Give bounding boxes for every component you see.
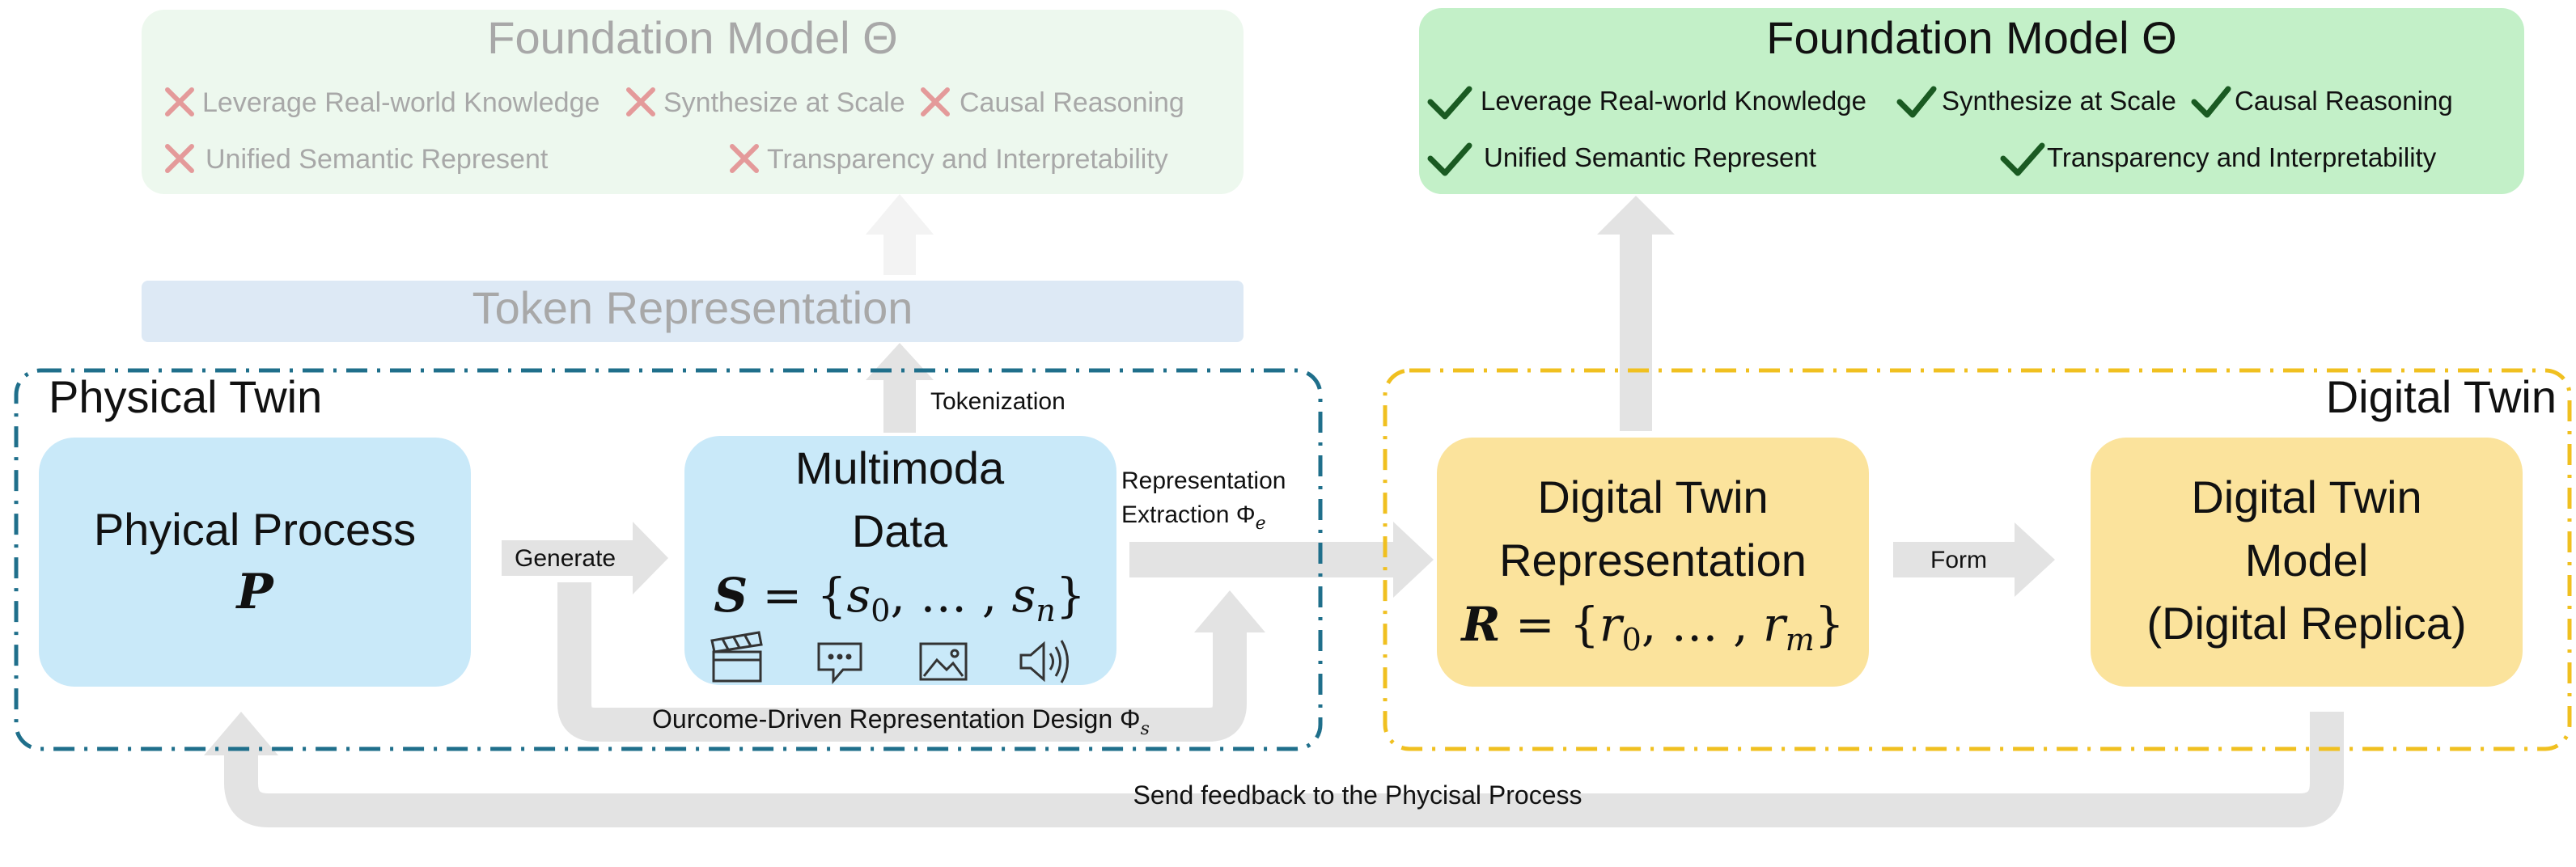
video-icon — [710, 631, 763, 683]
cross-icon — [730, 144, 759, 173]
digital-twin-container — [1383, 368, 2572, 751]
item-knowledge: Leverage Real-world Knowledge — [1481, 86, 1866, 116]
check-icon — [2191, 86, 2231, 118]
dt-model-label-2: Model — [2245, 535, 2369, 586]
cross-icon — [626, 87, 655, 116]
foundation-model-box: Foundation Model Θ Leverage Real-world K… — [1419, 8, 2524, 194]
feedback-arrow-head — [204, 712, 278, 755]
form-arrow — [1893, 522, 2055, 597]
cross-icon — [165, 87, 194, 116]
faded-up-arrow — [866, 194, 934, 275]
token-representation-bar: Token Representation — [142, 281, 1244, 342]
tokenization-label: Tokenization — [930, 388, 1066, 415]
extraction-arrow — [1129, 522, 1434, 598]
dt-representation-label-2: Representation — [1499, 535, 1807, 586]
physical-twin-title: Physical Twin — [49, 371, 322, 422]
faded-item-causal: Causal Reasoning — [960, 87, 1184, 118]
multimodal-data-label-2: Data — [852, 505, 948, 556]
chat-icon — [817, 642, 862, 685]
form-label: Form — [1930, 547, 1987, 573]
item-unified: Unified Semantic Represent — [1484, 142, 1816, 172]
physical-process-symbol: P — [235, 564, 274, 620]
dt-representation-formula: R = {r0, … , rm} — [1460, 597, 1844, 658]
item-transparency: Transparency and Interpretability — [2047, 142, 2437, 172]
foundation-title: Foundation Model Θ — [1766, 12, 2176, 63]
dt-model-label-3: (Digital Replica) — [2146, 598, 2466, 649]
generate-arrow — [502, 522, 668, 594]
check-icon — [1427, 142, 1472, 176]
dt-model-box: Digital Twin Model (Digital Replica) — [2091, 438, 2523, 687]
feedback-label: Send feedback to the Phycisal Process — [1133, 780, 1582, 810]
design-arrow-head — [1194, 590, 1265, 632]
check-icon — [1427, 86, 1472, 120]
physical-twin-container — [14, 368, 1323, 751]
faded-item-transparency: Transparency and Interpretability — [767, 144, 1168, 175]
cross-icon — [921, 87, 950, 116]
extraction-label-1: Representation — [1121, 467, 1286, 494]
extraction-label-2: Extraction Φe — [1121, 501, 1266, 534]
check-icon — [2000, 142, 2045, 176]
physical-process-label: Phyical Process — [94, 504, 416, 555]
tokenization-arrow — [866, 343, 934, 433]
item-causal: Causal Reasoning — [2235, 86, 2453, 116]
design-arrow-body — [557, 582, 1247, 742]
physical-process-box: Phyical Process P — [39, 438, 471, 687]
faded-item-knowledge: Leverage Real-world Knowledge — [202, 87, 600, 118]
item-synthesize: Synthesize at Scale — [1942, 86, 2176, 116]
check-icon — [1896, 86, 1937, 118]
dt-representation-box: Digital Twin Representation R = {r0, … ,… — [1437, 438, 1869, 687]
dt-representation-label-1: Digital Twin — [1537, 472, 1768, 522]
dt-to-foundation-arrow — [1597, 196, 1675, 431]
design-label: Ourcome-Driven Representation Design Φs — [652, 704, 1150, 739]
feedback-arrow-body — [224, 712, 2344, 827]
audio-icon — [1019, 640, 1069, 683]
faded-item-synthesize: Synthesize at Scale — [663, 87, 905, 118]
faded-item-unified: Unified Semantic Represent — [205, 144, 549, 175]
multimodal-data-formula: S = {s0, … , sn} — [714, 568, 1086, 628]
image-icon — [919, 642, 968, 681]
dt-model-label-1: Digital Twin — [2191, 472, 2421, 522]
multimodal-data-box: Multimoda Data S = {s0, … , sn} — [684, 436, 1116, 685]
generate-label: Generate — [515, 545, 616, 572]
faded-foundation-model-box: Foundation Model Θ Leverage Real-world K… — [142, 10, 1244, 194]
cross-icon — [165, 144, 194, 173]
faded-foundation-title: Foundation Model Θ — [487, 12, 897, 63]
token-representation-label: Token Representation — [472, 282, 913, 333]
digital-twin-title: Digital Twin — [2326, 371, 2557, 422]
multimodal-data-label-1: Multimoda — [795, 442, 1005, 493]
